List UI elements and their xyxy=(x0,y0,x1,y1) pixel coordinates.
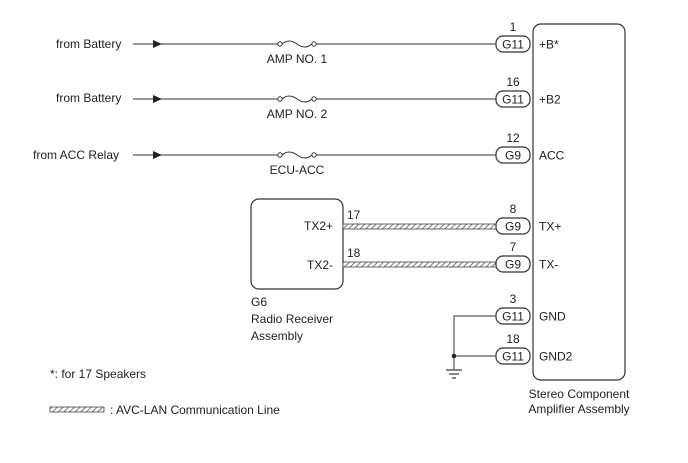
connector-code: G9 xyxy=(505,220,521,234)
source-battery-2: from Battery xyxy=(56,91,121,105)
connector-code: G11 xyxy=(502,350,524,364)
amp-terminal: G11 1 +B* xyxy=(495,20,559,53)
amplifier-name-line1: Stereo Component xyxy=(529,387,630,401)
radio-terminal-tx2-plus: TX2+ xyxy=(304,219,333,233)
legend-avc-lan-swatch xyxy=(49,406,105,413)
amp-terminal: G9 7TX- xyxy=(495,240,558,273)
connector-pill xyxy=(495,347,531,365)
radio-name-line2: Assembly xyxy=(251,329,303,343)
source-acc-relay: from ACC Relay xyxy=(33,148,119,162)
avc-lan-line-tx-minus xyxy=(342,261,497,268)
amplifier-name-line2: Amplifier Assembly xyxy=(528,402,629,416)
radio-receiver-box xyxy=(250,198,344,290)
terminal-label: +B2 xyxy=(539,93,561,107)
amp-terminal: G9 8TX+ xyxy=(495,202,561,235)
pin-number: 12 xyxy=(506,131,520,145)
radio-name-line1: Radio Receiver xyxy=(251,312,333,326)
terminal-label: ACC xyxy=(539,149,565,163)
footnote: *: for 17 Speakers xyxy=(50,367,146,381)
terminal-label: TX+ xyxy=(539,220,561,234)
terminal-label: +B* xyxy=(539,38,559,52)
terminal-label: GND xyxy=(539,310,566,324)
source-battery-1: from Battery xyxy=(56,37,121,51)
pin-number: 7 xyxy=(510,240,517,254)
terminal-label: TX- xyxy=(539,258,558,272)
connector-code: G11 xyxy=(502,93,524,107)
legend-avc-lan-label: : AVC-LAN Communication Line xyxy=(110,403,280,417)
connector-pill xyxy=(495,217,531,235)
pin-number: 18 xyxy=(506,332,520,346)
fuse-amp-no2 xyxy=(277,95,317,103)
connector-code: G11 xyxy=(502,38,524,52)
pin-number: 16 xyxy=(506,75,520,89)
radio-connector: G6 xyxy=(251,295,267,309)
pin-number: 8 xyxy=(510,202,517,216)
connector-code: G9 xyxy=(505,149,521,163)
fuse-label-amp-no2: AMP NO. 2 xyxy=(267,107,328,121)
connector-pill xyxy=(495,255,531,273)
fuse-amp-no1 xyxy=(277,40,317,48)
radio-pin-17: 17 xyxy=(347,208,361,222)
connector-pill xyxy=(495,35,531,53)
connector-pill xyxy=(495,307,531,325)
radio-terminal-tx2-minus: TX2- xyxy=(307,258,333,272)
connector-code: G11 xyxy=(502,310,524,324)
pin-number: 3 xyxy=(510,292,517,306)
arrow-right-icon xyxy=(153,151,162,159)
ground-icon xyxy=(446,369,462,379)
avc-lan-line-tx-plus xyxy=(342,223,497,230)
connector-pill xyxy=(495,146,531,164)
fuse-ecu-acc xyxy=(277,151,317,159)
pin-number: 1 xyxy=(510,20,517,34)
fuse-label-ecu-acc: ECU-ACC xyxy=(270,163,325,177)
amp-terminal: G11 16 +B2 xyxy=(495,75,561,108)
amplifier-box xyxy=(532,23,626,381)
fuse-label-amp-no1: AMP NO. 1 xyxy=(267,52,328,66)
connector-pill xyxy=(495,90,531,108)
radio-pin-18: 18 xyxy=(347,246,361,260)
connector-code: G9 xyxy=(505,258,521,272)
terminal-label: GND2 xyxy=(539,350,573,364)
arrow-right-icon xyxy=(153,40,162,48)
arrow-right-icon xyxy=(153,95,162,103)
